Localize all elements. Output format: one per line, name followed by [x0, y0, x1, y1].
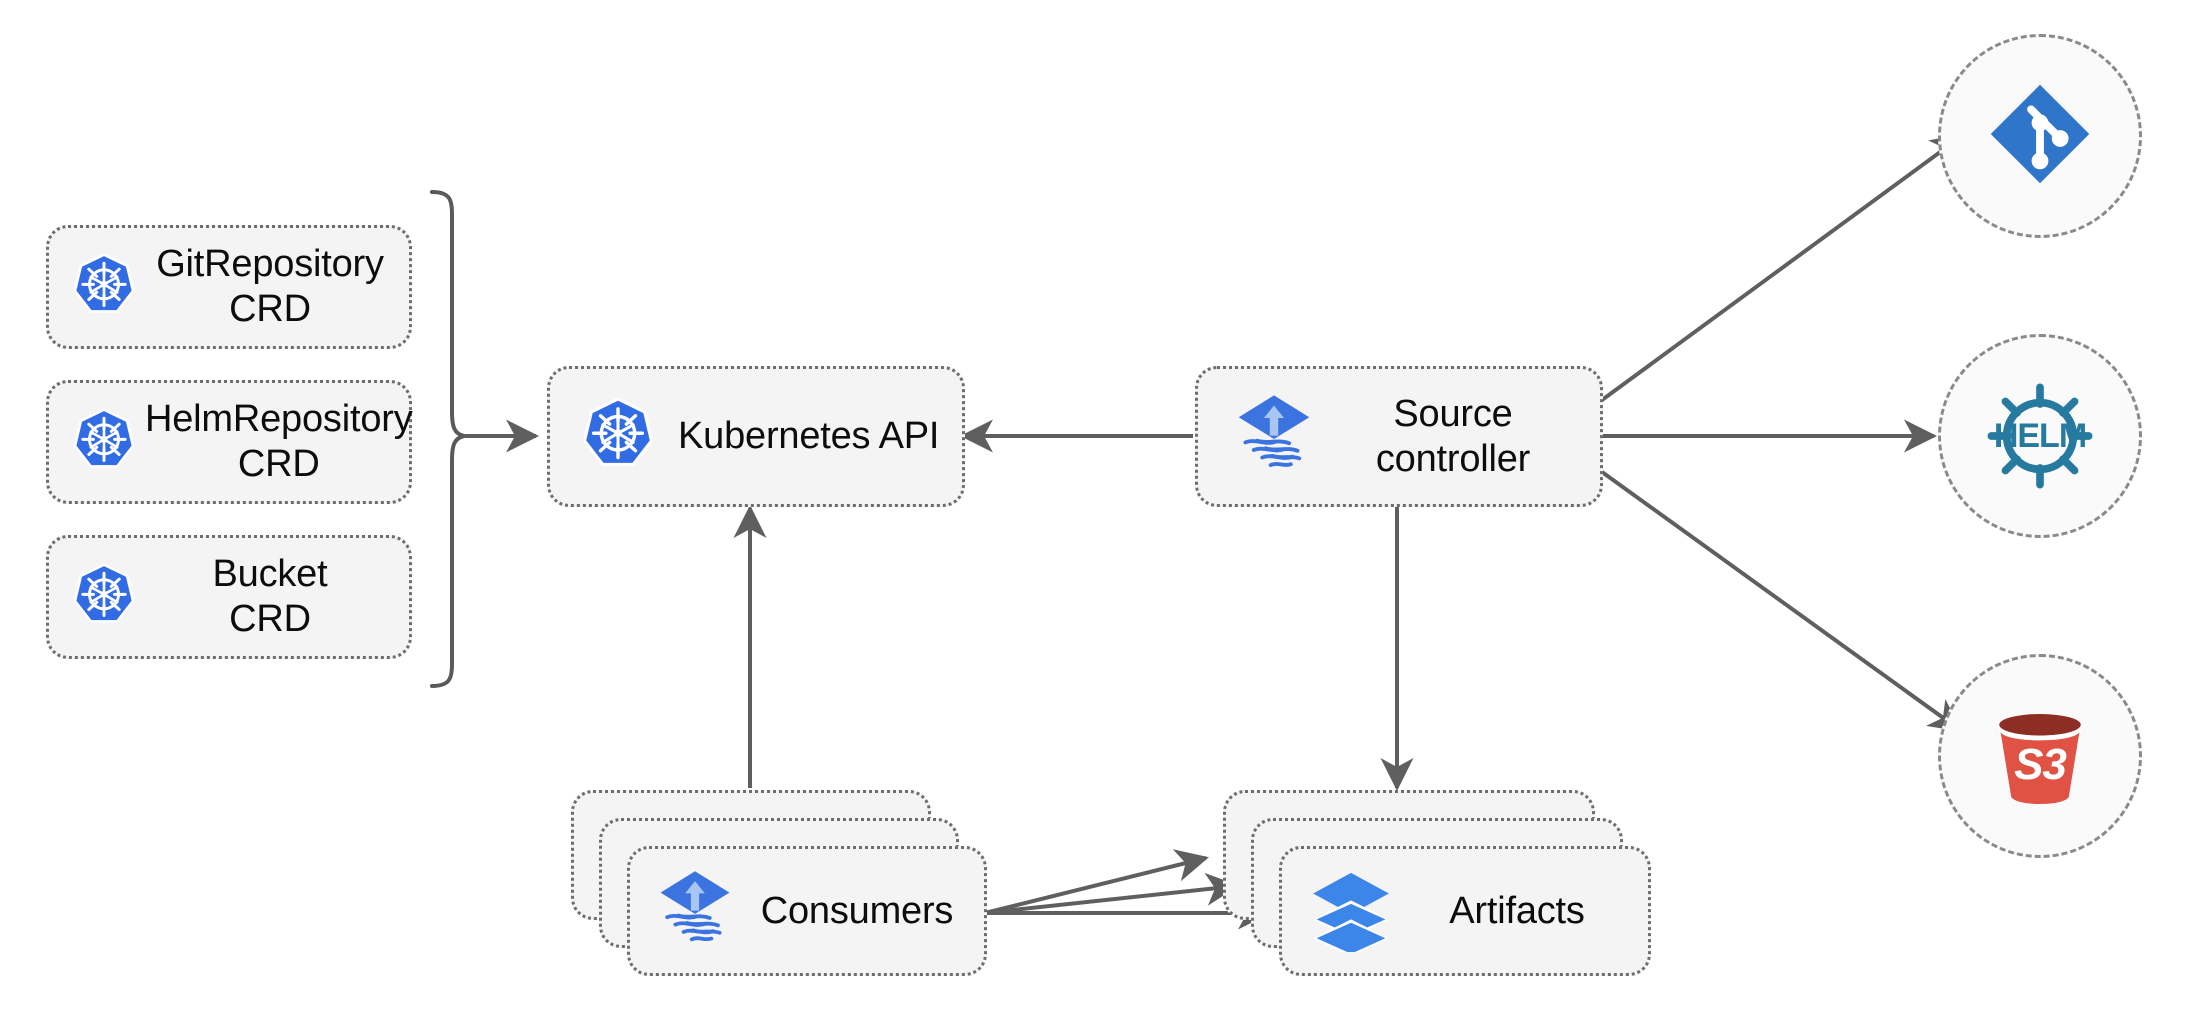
artifacts-label: Artifacts: [1449, 889, 1585, 932]
s3-circle[interactable]: S3: [1938, 654, 2142, 858]
crd-box-bucket[interactable]: Bucket CRD: [46, 535, 412, 659]
artifacts-box[interactable]: Artifacts: [1279, 846, 1651, 976]
s3-bucket-icon: S3: [1980, 696, 2100, 816]
helm-icon: HELM: [1976, 372, 2104, 500]
crd-group-brace: [430, 190, 465, 688]
kubernetes-api-label: Kubernetes API: [678, 415, 940, 458]
kubernetes-icon: [71, 252, 137, 323]
consumers-label: Consumers: [760, 889, 954, 932]
consumers-box[interactable]: Consumers: [627, 846, 987, 976]
git-circle[interactable]: [1938, 34, 2142, 238]
edge-source-to-s3: [1600, 470, 1963, 732]
kubernetes-api-box[interactable]: Kubernetes API: [547, 366, 965, 507]
kubernetes-icon: [71, 407, 137, 478]
helm-circle[interactable]: HELM: [1938, 334, 2142, 538]
kubernetes-icon: [71, 562, 137, 633]
helm-wordmark: HELM: [1993, 416, 2087, 455]
edge-source-to-git: [1600, 134, 1965, 402]
s3-wordmark: S3: [2014, 740, 2067, 789]
crd-label: Bucket CRD: [212, 553, 328, 640]
crd-box-gitrepository[interactable]: GitRepository CRD: [46, 225, 412, 349]
git-icon: [1984, 78, 2096, 195]
source-controller-box[interactable]: Source controller: [1195, 366, 1603, 507]
edge-consumers-to-artifacts-back: [984, 849, 1209, 915]
source-controller-label: Source controller: [1375, 392, 1531, 480]
edge-consumers-to-artifacts-mid: [984, 872, 1239, 915]
kubernetes-icon: [580, 396, 656, 477]
flux-icon: [654, 868, 736, 955]
crd-label: GitRepository CRD: [156, 243, 384, 330]
crd-label: HelmRepository CRD: [145, 398, 413, 485]
flux-icon: [1232, 392, 1316, 481]
layers-icon: [1308, 866, 1394, 957]
crd-box-helmrepository[interactable]: HelmRepository CRD: [46, 380, 413, 504]
